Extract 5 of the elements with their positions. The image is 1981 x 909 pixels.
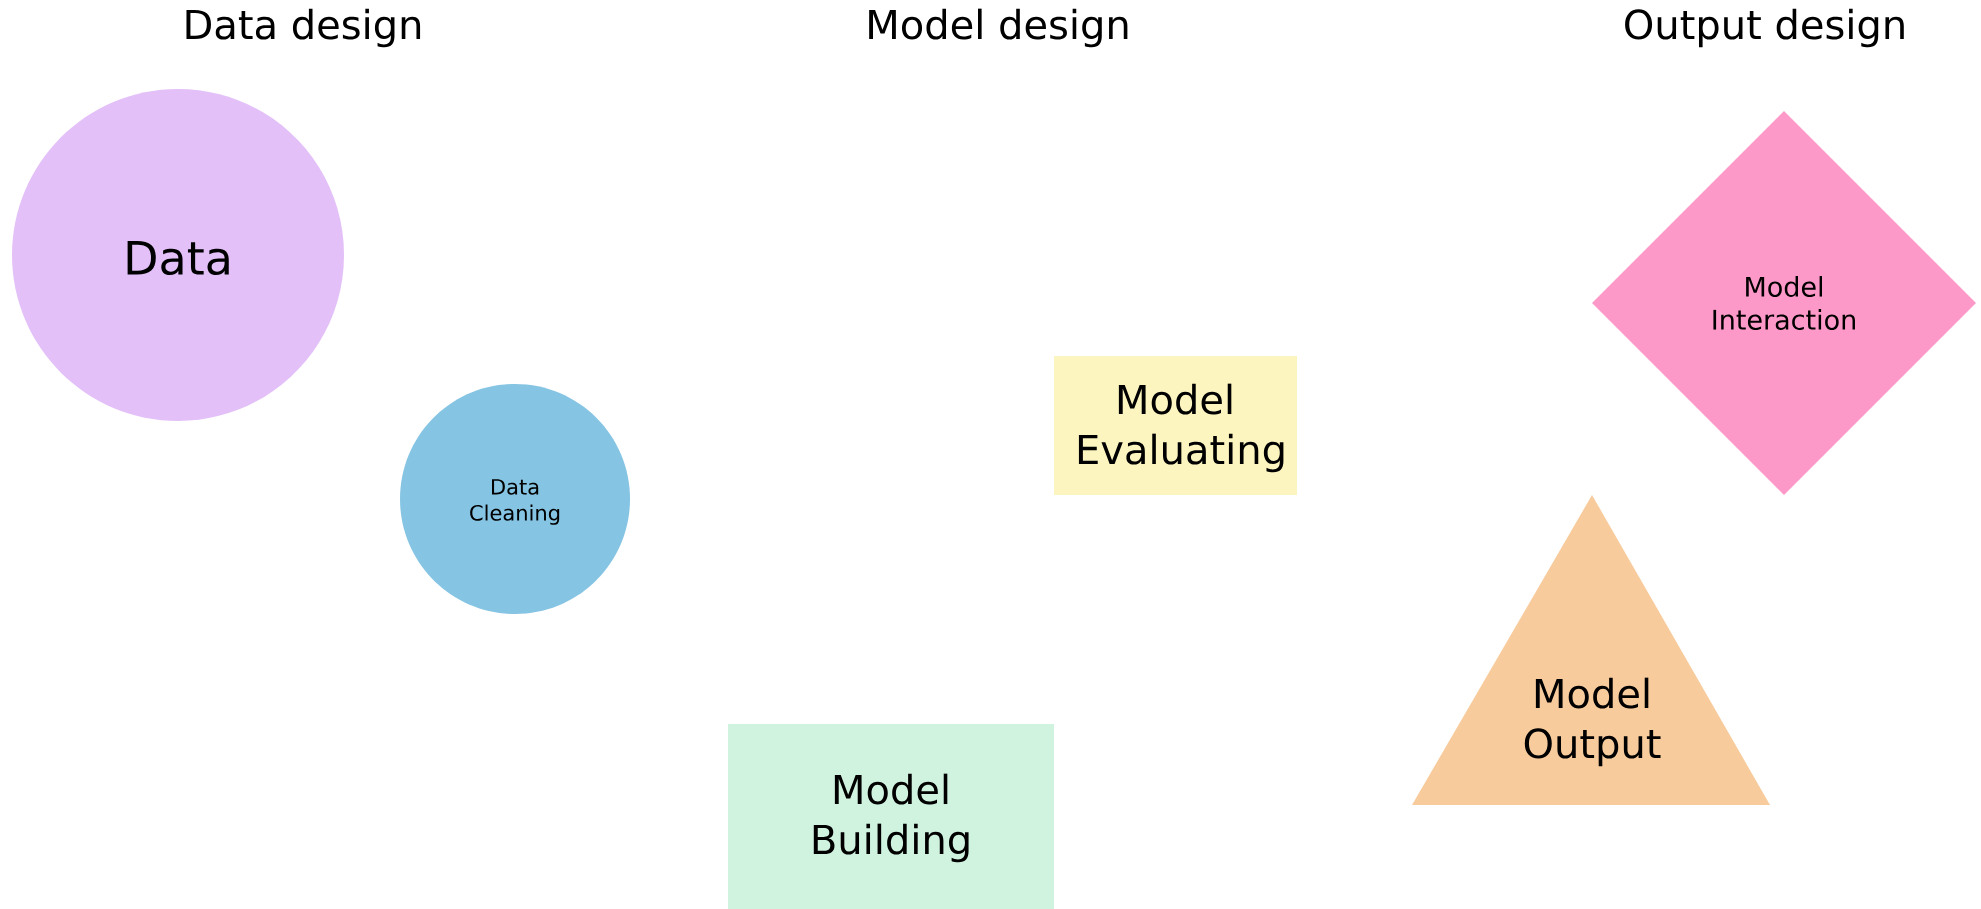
process-box: Model Building xyxy=(728,724,1054,909)
column-heading: Data design xyxy=(186,8,421,48)
process-box: Model Evaluating xyxy=(1054,356,1297,495)
column-heading: Model design xyxy=(869,8,1128,48)
column-heading: Output design xyxy=(1625,8,1904,48)
